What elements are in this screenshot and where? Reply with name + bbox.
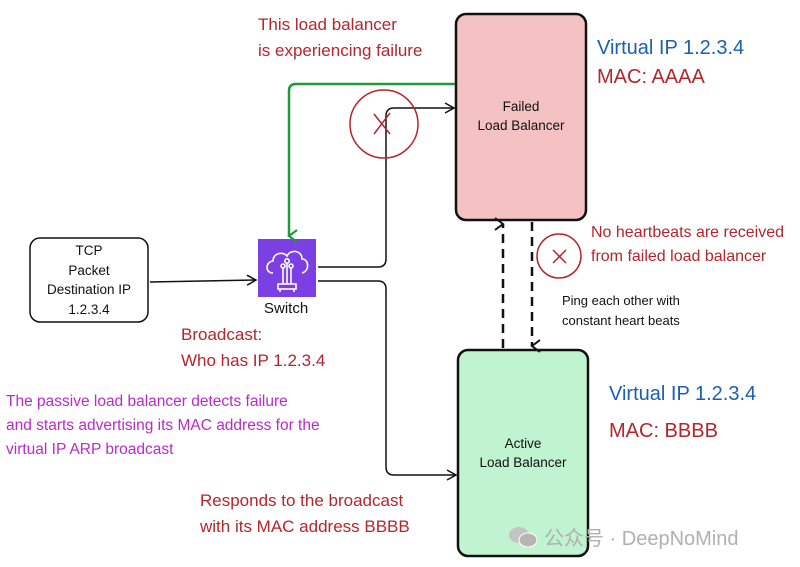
active-lb-label-line: Active: [504, 436, 542, 451]
failure-note-line: This load balancer: [258, 15, 397, 34]
broadcast-note-line: Broadcast:: [181, 325, 263, 344]
packet-to-switch-arrow: [149, 274, 258, 286]
passive-detects-line: virtual IP ARP broadcast: [6, 441, 174, 458]
failure-x-icon: [349, 89, 419, 159]
failed-load-balancer-box: [454, 12, 588, 222]
broadcast-note: Broadcast: Who has IP 1.2.3.4: [181, 322, 325, 374]
active-lb-label-line: Load Balancer: [479, 455, 567, 470]
packet-label: TCP Packet Destination IP 1.2.3.4: [30, 241, 148, 319]
switch-node: [258, 239, 316, 297]
switch-label: Switch: [264, 300, 309, 317]
failed-lb-label: Failed Load Balancer: [456, 97, 586, 135]
watermark-text: 公众号 · DeepNoMind: [544, 528, 739, 550]
packet-box: [29, 237, 149, 323]
no-heartbeat-line: from failed load balancer: [591, 248, 767, 265]
broadcast-note-line: Who has IP 1.2.3.4: [181, 351, 326, 370]
failure-note-line: is experiencing failure: [258, 41, 423, 60]
failed-lb-mac: MAC: AAAA: [597, 66, 705, 88]
switch-to-failed-lb-arrow: [318, 102, 456, 268]
no-heartbeat-line: No heartbeats are received: [591, 224, 784, 241]
passive-detects-line: and starts advertising its MAC address f…: [6, 417, 320, 434]
active-load-balancer-box: [456, 348, 590, 558]
packet-label-line: Destination IP: [46, 282, 132, 297]
wechat-icon: [509, 526, 538, 547]
no-heartbeat-note: No heartbeats are received from failed l…: [591, 221, 784, 269]
switch-to-active-lb-arrow: [318, 280, 458, 481]
responds-note-line: Responds to the broadcast: [200, 491, 404, 510]
passive-detects-note: The passive load balancer detects failur…: [6, 390, 320, 462]
packet-label-line: 1.2.3.4: [68, 301, 110, 317]
responds-note-line: with its MAC address BBBB: [200, 517, 410, 536]
active-lb-virtual-ip: Virtual IP 1.2.3.4: [609, 383, 757, 405]
ping-note-line: constant heart beats: [562, 313, 680, 328]
failure-note: This load balancer is experiencing failu…: [258, 12, 422, 64]
cloud-network-icon: [266, 250, 309, 292]
active-lb-mac: MAC: BBBB: [609, 420, 718, 442]
failed-lb-to-switch-green-arrow: [287, 82, 455, 243]
failed-lb-virtual-ip: Virtual IP 1.2.3.4: [597, 37, 745, 59]
responds-note: Responds to the broadcast with its MAC a…: [200, 488, 410, 540]
ping-note-line: Ping each other with: [562, 293, 680, 308]
failed-lb-label-line: Failed: [502, 99, 540, 114]
passive-detects-line: The passive load balancer detects failur…: [6, 393, 288, 410]
ping-note: Ping each other with constant heart beat…: [562, 291, 680, 331]
watermark: 公众号 · DeepNoMind: [508, 522, 739, 551]
packet-label-line: TCP: [75, 243, 103, 258]
failed-lb-label-line: Load Balancer: [477, 118, 565, 133]
packet-label-line: Packet: [68, 262, 110, 278]
active-lb-label: Active Load Balancer: [458, 434, 588, 472]
heartbeat-failure-x-icon: [536, 233, 582, 279]
